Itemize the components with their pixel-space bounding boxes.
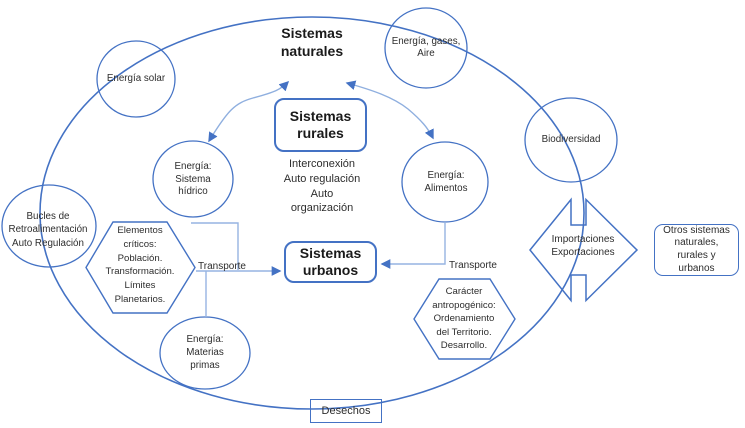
- naturales-alimentos-curved-arrow: [345, 80, 434, 140]
- caracter-antropogenico-hexagon: [413, 278, 516, 360]
- sistemas-rurales-box: Sistemas rurales: [274, 98, 367, 152]
- otros-sistemas-box: Otros sistemas naturales, rurales y urba…: [654, 224, 739, 276]
- hidrico-to-transporte-connector: [191, 222, 239, 270]
- energia-materias-primas-circle: [159, 316, 251, 390]
- bucles-retroalimentacion-circle: [1, 184, 97, 268]
- transporte-left-label: Transporte: [198, 261, 246, 272]
- bucles-retroalimentacion-label: Bucles de Retroalimentación Auto Regulac…: [8, 211, 88, 249]
- system-boundary-ellipse: [39, 16, 585, 410]
- energia-sistema-hidrico-label: Energía: Sistema hídrico: [174, 161, 212, 198]
- elementos-criticos-hexagon: [85, 221, 196, 314]
- elementos-criticos-label: Elementos críticos: Población. Transform…: [105, 225, 175, 305]
- diagram-title: Sistemas naturales: [280, 25, 344, 59]
- naturales-hidrico-curved-arrow: [208, 80, 290, 143]
- importaciones-exportaciones-diamond: [529, 197, 639, 303]
- caracter-antropogenico-label: Carácter antropogénico: Ordenamiento del…: [432, 286, 496, 351]
- desechos-box: Desechos: [310, 399, 382, 423]
- energia-alimentos-label: Energía: Alimentos: [424, 170, 468, 194]
- energia-materias-primas-label: Energía: Materias primas: [186, 334, 224, 371]
- energia-gases-aire-label: Energía, gases, Aire: [391, 36, 461, 59]
- transporte-right-arrow: [380, 222, 446, 269]
- center-properties-text: Interconexión Auto regulación Auto organ…: [283, 158, 361, 215]
- energia-solar-label: Energía solar: [106, 73, 166, 84]
- biodiversidad-circle: [524, 97, 618, 183]
- sistemas-urbanos-box: Sistemas urbanos: [284, 241, 377, 283]
- energia-solar-circle: [96, 40, 176, 118]
- biodiversidad-label: Biodiversidad: [541, 134, 601, 145]
- energia-sistema-hidrico-circle: [152, 140, 234, 218]
- importaciones-exportaciones-label: Importaciones Exportaciones: [551, 234, 615, 258]
- transporte-right-label: Transporte: [449, 260, 497, 271]
